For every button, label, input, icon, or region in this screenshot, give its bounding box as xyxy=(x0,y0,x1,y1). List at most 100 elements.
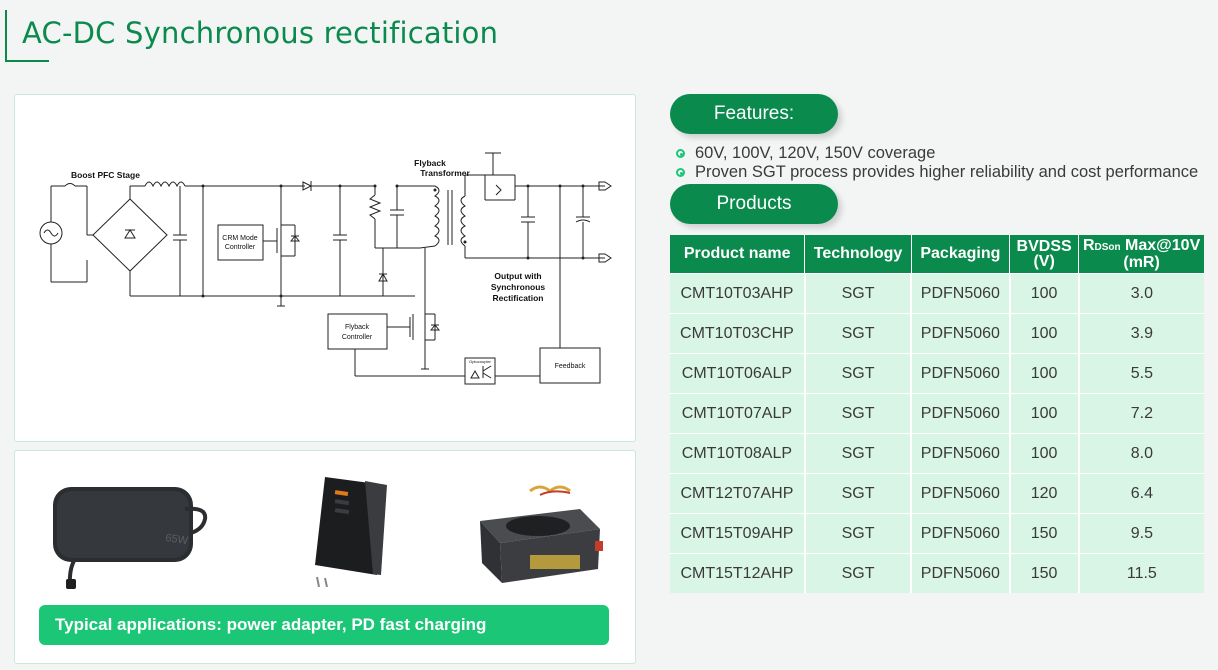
cell-technology: SGT xyxy=(804,473,913,514)
col-header-packaging: Packaging xyxy=(911,235,1011,274)
transformer-secondary xyxy=(460,195,466,247)
cell-packaging: PDFN5060 xyxy=(911,393,1011,434)
crm-controller-box xyxy=(217,224,264,261)
cell-packaging: PDFN5060 xyxy=(911,353,1011,394)
feedback-label: Feedback xyxy=(555,363,586,370)
cell-name: CMT15T12AHP xyxy=(670,553,806,593)
flyback-ctrl-label-2: Controller xyxy=(342,334,373,341)
cell-technology: SGT xyxy=(804,393,913,434)
cell-rds: 8.0 xyxy=(1078,433,1204,474)
transformer-primary xyxy=(434,185,440,247)
adapter-wattage-label: 65W xyxy=(165,532,190,547)
crm-label-1: CRM Mode xyxy=(222,235,258,242)
flyback-ctrl-label-1: Flyback xyxy=(345,324,370,331)
cell-packaging: PDFN5060 xyxy=(911,553,1011,593)
features-heading: Features: xyxy=(670,94,838,134)
cell-bvdss: 150 xyxy=(1009,553,1080,593)
cell-rds: 11.5 xyxy=(1078,553,1204,593)
bullet-icon xyxy=(676,149,685,158)
table-header-row: Product name Technology Packaging BVDSS … xyxy=(670,235,1204,274)
cell-bvdss: 100 xyxy=(1009,313,1080,354)
rdson-unit: (mR) xyxy=(1123,254,1160,271)
cell-bvdss: 150 xyxy=(1009,513,1080,554)
feature-item: Proven SGT process provides higher relia… xyxy=(676,163,1198,182)
col-header-technology: Technology xyxy=(804,235,912,274)
bvdss-label: BVDSS xyxy=(1016,238,1072,255)
rdson-max: Max@10V xyxy=(1120,237,1201,254)
cell-rds: 5.5 xyxy=(1078,353,1204,394)
cell-packaging: PDFN5060 xyxy=(911,513,1011,554)
cell-name: CMT10T07ALP xyxy=(670,393,806,434)
cell-technology: SGT xyxy=(804,313,913,354)
cell-bvdss: 100 xyxy=(1009,273,1080,314)
cell-bvdss: 120 xyxy=(1009,473,1080,514)
cell-technology: SGT xyxy=(804,553,913,593)
feature-text: 60V, 100V, 120V, 150V coverage xyxy=(695,144,936,162)
cell-bvdss: 100 xyxy=(1009,433,1080,474)
boost-pfc-label: Boost PFC Stage xyxy=(71,170,140,180)
cell-name: CMT10T03CHP xyxy=(670,313,806,354)
flyback-controller-box xyxy=(327,313,388,350)
cell-packaging: PDFN5060 xyxy=(911,433,1011,474)
feature-item: 60V, 100V, 120V, 150V coverage xyxy=(676,144,935,163)
cell-packaging: PDFN5060 xyxy=(911,313,1011,354)
flyback-label-1: Flyback xyxy=(414,158,446,168)
cell-rds: 3.0 xyxy=(1078,273,1204,314)
cell-name: CMT15T09AHP xyxy=(670,513,806,554)
cell-bvdss: 100 xyxy=(1009,393,1080,434)
output-label-2: Synchronous xyxy=(491,282,546,292)
cell-technology: SGT xyxy=(804,433,913,474)
cell-bvdss: 100 xyxy=(1009,353,1080,394)
circuit-schematic: Boost PFC Stage Flyback Transformer Outp… xyxy=(39,152,612,385)
col-header-bvdss: BVDSS (V) xyxy=(1009,235,1080,274)
rdson-sub: DSon xyxy=(1094,242,1121,253)
applications-panel: 65W Typical applications: power adapter,… xyxy=(14,450,636,664)
cell-rds: 3.9 xyxy=(1078,313,1204,354)
cell-name: CMT10T08ALP xyxy=(670,433,806,474)
output-label-3: Rectification xyxy=(492,293,543,303)
cell-rds: 9.5 xyxy=(1078,513,1204,554)
flyback-label-2: Transformer xyxy=(420,168,470,178)
output-terminal-negative xyxy=(598,253,612,263)
products-table: Product name Technology Packaging BVDSS … xyxy=(670,235,1204,593)
bvdss-unit: (V) xyxy=(1033,253,1055,270)
output-label-1: Output with xyxy=(494,271,541,281)
laptop-adapter-image: 65W xyxy=(53,487,208,589)
cell-technology: SGT xyxy=(804,273,913,314)
pfc-inductor xyxy=(144,181,186,188)
page-title: AC-DC Synchronous rectification xyxy=(22,16,499,50)
output-terminal-positive xyxy=(598,181,612,191)
bridge-rectifier xyxy=(92,198,168,272)
cell-name: CMT12T07AHP xyxy=(670,473,806,514)
crm-label-2: Controller xyxy=(225,244,256,251)
cell-packaging: PDFN5060 xyxy=(911,473,1011,514)
feature-text: Proven SGT process provides higher relia… xyxy=(695,163,1199,181)
cell-technology: SGT xyxy=(804,353,913,394)
power-supply-image xyxy=(480,485,603,583)
title-bracket xyxy=(5,10,49,62)
cell-name: CMT10T03AHP xyxy=(670,273,806,314)
col-header-name: Product name xyxy=(670,235,806,274)
applications-banner: Typical applications: power adapter, PD … xyxy=(39,605,609,645)
cell-packaging: PDFN5060 xyxy=(911,273,1011,314)
circuit-diagram-panel: Boost PFC Stage Flyback Transformer Outp… xyxy=(14,94,636,442)
optocoupler-label: Optocoupler xyxy=(469,359,491,364)
cell-rds: 7.2 xyxy=(1078,393,1204,434)
col-header-rdson: RDSon Max@10V (mR) xyxy=(1078,235,1204,274)
products-heading: Products xyxy=(670,184,838,224)
cell-technology: SGT xyxy=(804,513,913,554)
bullet-icon xyxy=(676,168,685,177)
feedback-box xyxy=(539,347,601,384)
pd-charger-image xyxy=(315,477,387,587)
optocoupler-box xyxy=(464,357,496,385)
cell-rds: 6.4 xyxy=(1078,473,1204,514)
